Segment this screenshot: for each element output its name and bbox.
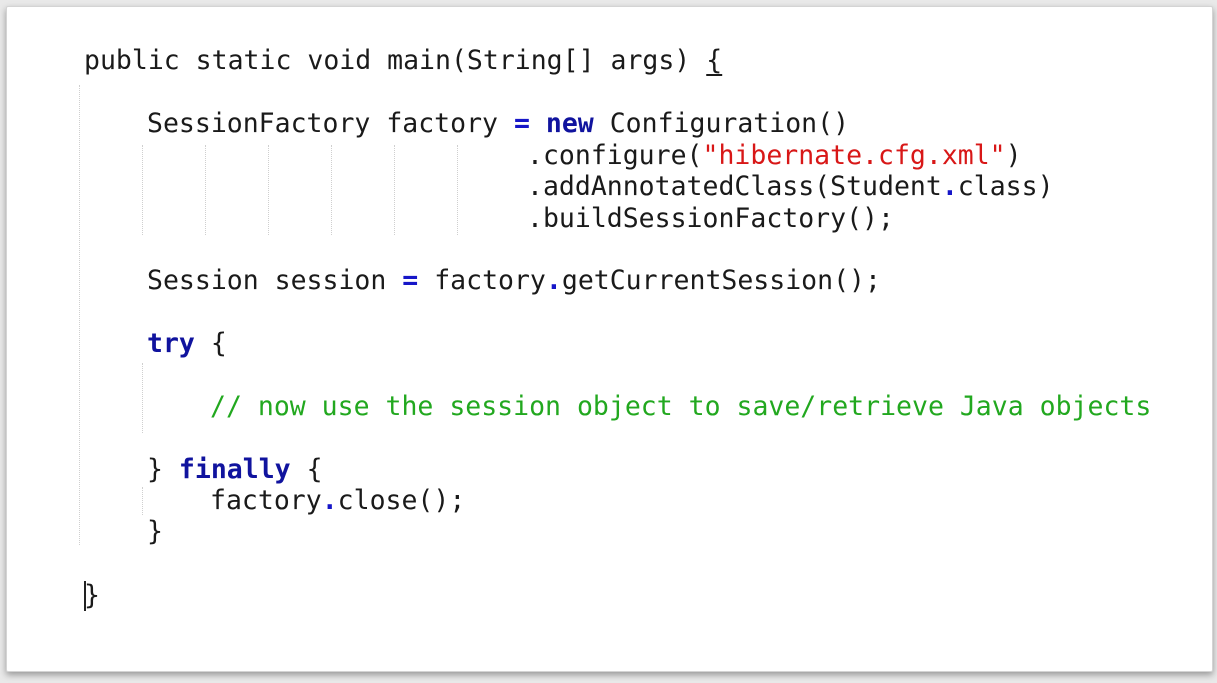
- indent-guide: [394, 145, 395, 235]
- code-text: [530, 108, 546, 139]
- code-editor[interactable]: public static void main(String[] args) {…: [7, 7, 1212, 671]
- code-snippet-frame: public static void main(String[] args) {…: [6, 6, 1213, 672]
- keyword: finally: [178, 454, 291, 485]
- code-text: .addAnnotatedClass(Student: [527, 171, 942, 202]
- code-line-session-factory: SessionFactory factory = new Configurati…: [147, 108, 849, 140]
- indent-guide: [142, 145, 143, 235]
- code-text: factory: [418, 265, 546, 296]
- code-text: {: [290, 454, 323, 485]
- string-literal: "hibernate.cfg.xml": [702, 140, 1006, 171]
- code-line-configure: .configure("hibernate.cfg.xml"): [527, 140, 1022, 172]
- matching-brace: {: [706, 45, 723, 76]
- code-text: Session session: [147, 265, 403, 296]
- code-text: }: [147, 516, 163, 547]
- indent-guide: [331, 145, 332, 235]
- code-line-close-finally: }: [147, 516, 163, 548]
- code-text: .configure(: [527, 140, 703, 171]
- code-comment: // now use the session object to save/re…: [210, 391, 1152, 422]
- code-text: Configuration(): [593, 108, 850, 139]
- member-dot: .: [545, 265, 562, 296]
- code-text: close();: [337, 485, 466, 516]
- indent-guide: [79, 85, 80, 545]
- operator: =: [402, 265, 419, 296]
- code-text: }: [147, 454, 179, 485]
- code-text: }: [84, 580, 100, 611]
- keyword: try: [147, 328, 195, 359]
- code-text: public static void main(String[] args): [84, 45, 707, 76]
- indent-guide: [142, 363, 143, 433]
- text-cursor: [84, 581, 86, 611]
- code-line-close-method: }: [84, 580, 100, 612]
- member-dot: .: [941, 171, 958, 202]
- code-line-try: try {: [147, 328, 227, 360]
- code-text: factory: [210, 485, 322, 516]
- code-line-session: Session session = factory.getCurrentSess…: [147, 265, 881, 297]
- indent-guide: [457, 145, 458, 235]
- code-line-build-session-factory: .buildSessionFactory();: [527, 203, 894, 235]
- code-line-factory-close: factory.close();: [210, 485, 465, 517]
- indent-guide: [205, 145, 206, 235]
- code-line-finally: } finally {: [147, 454, 323, 486]
- code-line-add-annotated-class: .addAnnotatedClass(Student.class): [527, 171, 1054, 203]
- code-text: getCurrentSession();: [561, 265, 881, 296]
- code-line-method-signature: public static void main(String[] args) {: [84, 45, 722, 77]
- code-text: {: [194, 328, 227, 359]
- keyword: new: [545, 108, 594, 139]
- code-text: SessionFactory factory: [147, 108, 514, 139]
- indent-guide: [142, 487, 143, 515]
- code-text: .buildSessionFactory();: [527, 203, 894, 234]
- code-line-comment: // now use the session object to save/re…: [210, 391, 1151, 423]
- member-dot: .: [321, 485, 338, 516]
- code-text: class): [957, 171, 1054, 202]
- operator: =: [513, 108, 530, 139]
- indent-guide: [268, 145, 269, 235]
- code-text: ): [1005, 140, 1022, 171]
